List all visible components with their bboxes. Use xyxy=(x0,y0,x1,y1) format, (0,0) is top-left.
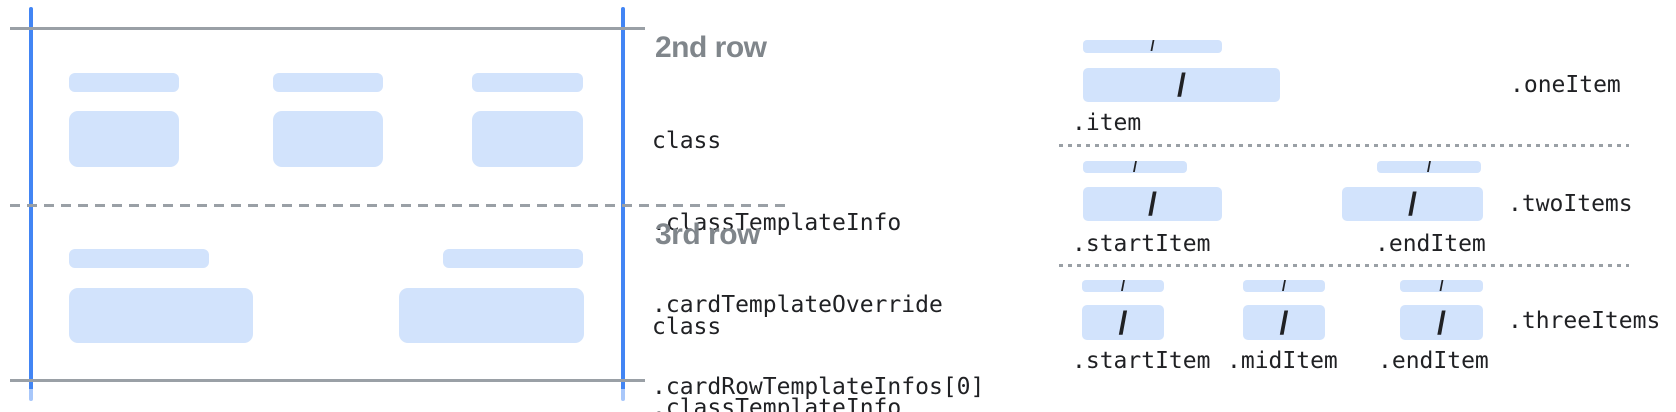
item-value-placeholder: / xyxy=(1083,187,1222,221)
code-line: .cardRowTemplateInfos[0] xyxy=(652,374,985,400)
item-value-placeholder: / xyxy=(1082,305,1164,340)
third-row-class-path: class .classTemplateInfo .cardTemplateOv… xyxy=(652,261,984,412)
placeholder-label xyxy=(443,249,583,268)
code-line: .classTemplateInfo xyxy=(652,210,902,236)
item-label-placeholder: / xyxy=(1400,277,1483,295)
placeholder-value xyxy=(69,288,253,343)
code-line: .classTemplateInfo xyxy=(652,395,902,412)
placeholder-value xyxy=(273,111,383,167)
start-item-field-label: .startItem xyxy=(1072,348,1211,374)
slash-icon: / xyxy=(1120,277,1126,295)
end-item-field-label: .endItem xyxy=(1375,231,1486,257)
second-row-title: 2nd row xyxy=(655,31,767,64)
one-item-layout-label: .oneItem xyxy=(1510,72,1621,98)
item-value-placeholder: / xyxy=(1243,305,1325,340)
item-label-placeholder: / xyxy=(1377,158,1481,176)
placeholder-value xyxy=(399,288,584,343)
slash-icon: / xyxy=(1437,304,1446,341)
code-line: class xyxy=(652,314,722,340)
slash-icon: / xyxy=(1408,186,1417,222)
row-divider-dashed-line xyxy=(10,204,790,207)
layout-separator-dashed-line xyxy=(1059,144,1629,147)
item-label-placeholder: / xyxy=(1082,277,1164,295)
slash-icon: / xyxy=(1148,186,1157,222)
third-row-title: 3rd row xyxy=(655,218,760,251)
slash-icon: / xyxy=(1150,38,1155,55)
mid-item-field-label: .midItem xyxy=(1227,348,1338,374)
code-line: .cardTemplateOverride xyxy=(652,292,943,318)
slash-icon: / xyxy=(1439,277,1444,295)
item-label-placeholder: / xyxy=(1083,158,1187,176)
layout-separator-dashed-line xyxy=(1059,264,1629,267)
slash-icon: / xyxy=(1177,67,1186,103)
code-line: class xyxy=(652,128,722,154)
placeholder-label xyxy=(69,249,209,268)
end-item-field-label: .endItem xyxy=(1378,348,1489,374)
card-top-boundary-line xyxy=(10,27,645,30)
two-items-layout-label: .twoItems xyxy=(1508,191,1633,217)
slash-icon: / xyxy=(1279,304,1289,341)
item-label-placeholder: / xyxy=(1083,38,1222,55)
item-value-placeholder: / xyxy=(1342,187,1483,221)
item-value-placeholder: / xyxy=(1400,305,1483,340)
item-label-placeholder: / xyxy=(1243,277,1325,295)
second-row-class-path: class .classTemplateInfo .cardTemplateOv… xyxy=(652,74,984,412)
slash-icon: / xyxy=(1426,158,1432,176)
item-field-label: .item xyxy=(1072,110,1142,136)
slash-icon: / xyxy=(1118,304,1128,341)
placeholder-label xyxy=(472,73,583,92)
slash-icon: / xyxy=(1281,277,1287,295)
placeholder-value xyxy=(69,111,179,167)
placeholder-value xyxy=(472,111,583,167)
three-items-layout-label: .threeItems xyxy=(1508,308,1661,334)
placeholder-label xyxy=(273,73,383,92)
item-value-placeholder: / xyxy=(1083,68,1280,102)
card-bottom-boundary-line xyxy=(10,379,645,382)
start-item-field-label: .startItem xyxy=(1072,231,1211,257)
placeholder-label xyxy=(69,73,179,92)
slash-icon: / xyxy=(1132,158,1138,176)
